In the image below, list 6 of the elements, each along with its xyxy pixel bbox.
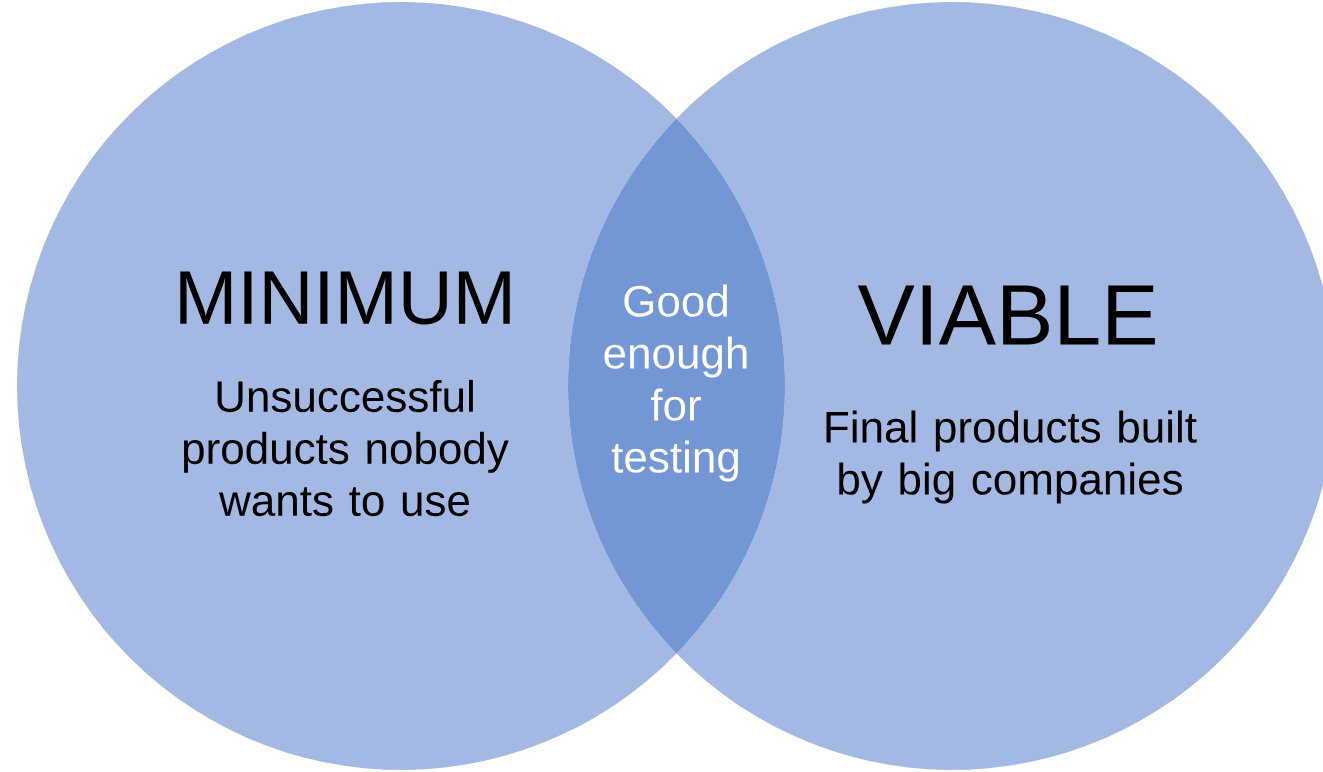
circle-heading: VIABLE — [857, 285, 1155, 345]
overlap-label: Good enough for testing — [604, 284, 747, 482]
circle-description: Final products built by big companies — [826, 410, 1197, 504]
overlap-region — [568, 118, 785, 654]
circle-description: Unsuccessful products nobody wants to use — [183, 379, 509, 517]
circle-heading: MINIMUM — [180, 271, 510, 325]
